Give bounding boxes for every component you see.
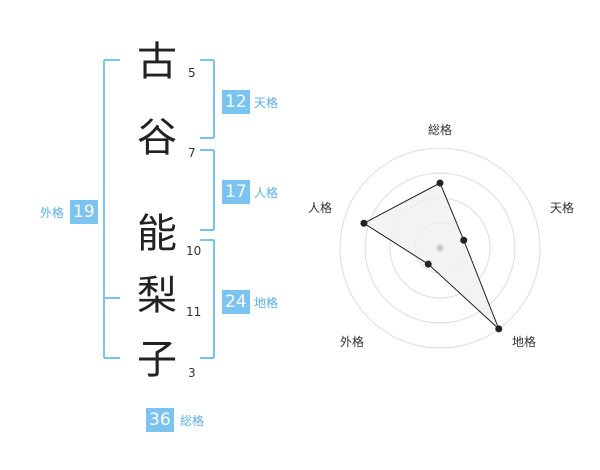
gaikaku-label: 外格 [40,206,65,220]
radar-point-1 [460,236,468,244]
name-char-1: 古 [137,39,177,85]
jinkaku-value-badge: 17 [222,180,250,204]
radar-axis-label-jinkaku: 人格 [307,201,333,215]
tenkaku-value-badge: 12 [222,90,250,114]
stroke-count-4: 11 [186,305,202,319]
jinkaku-label: 人格 [254,186,279,200]
radar-ring-3 [364,172,516,324]
chikaku-label: 地格 [254,296,279,310]
name-char-3: 能 [137,211,177,257]
soukaku-label: 総格 [180,414,205,428]
name-char-4: 梨 [137,273,177,319]
name-char-2: 谷 [137,115,177,161]
chikaku-value-badge: 24 [222,290,250,314]
stroke-count-2: 7 [188,146,196,160]
radar-point-3 [424,260,432,268]
name-char-5: 子 [137,337,177,383]
stroke-count-1: 5 [188,66,196,80]
stroke-count-5: 3 [188,366,196,380]
radar-axis-label-soukaku: 総格 [427,123,453,137]
stroke-count-3: 10 [186,244,202,258]
radar-axis-label-chikaku: 地格 [511,335,537,349]
radar-point-4 [360,219,368,227]
radar-point-2 [495,325,503,333]
radar-ring-4 [339,147,541,349]
radar-axis-label-tenkaku: 天格 [549,201,575,215]
radar-polygon [362,182,500,330]
radar-point-0 [436,179,444,187]
gaikaku-value-badge: 19 [70,200,98,224]
radar-center-point [436,244,444,252]
tenkaku-label: 天格 [254,96,279,110]
radar-axis-label-gaikaku: 外格 [339,335,365,349]
soukaku-value-badge: 36 [146,408,174,432]
